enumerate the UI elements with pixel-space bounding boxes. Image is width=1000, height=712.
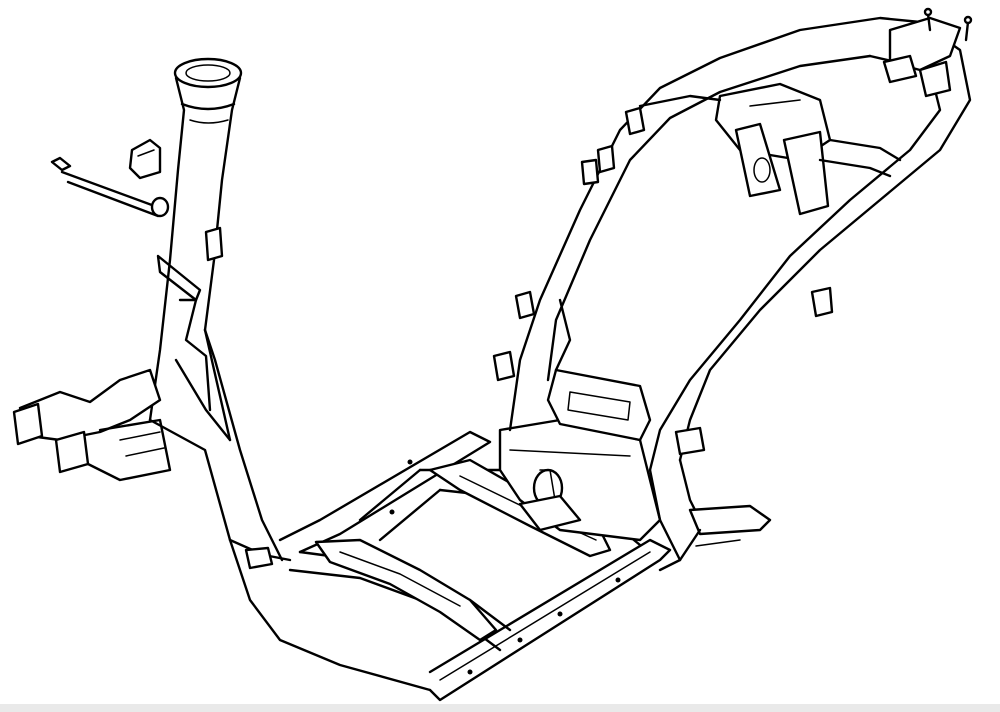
- engine-mount-housing: [498, 418, 662, 542]
- head-gusset: [156, 254, 232, 442]
- stem-bolt: [50, 156, 170, 218]
- seat-bracket: [638, 82, 902, 216]
- floorboard-front-mount: [12, 368, 172, 482]
- bottom-edge-strip: [0, 704, 1000, 712]
- upper-bracket: [128, 138, 162, 180]
- rear-top-mount: [882, 7, 973, 98]
- side-tab: [204, 226, 224, 262]
- rear-stand-mount: [658, 504, 772, 572]
- rear-tray-plate: [546, 298, 652, 442]
- loop-tabs: [492, 106, 834, 456]
- steering-head-tube: [148, 57, 243, 422]
- main-down-tube: [148, 328, 432, 692]
